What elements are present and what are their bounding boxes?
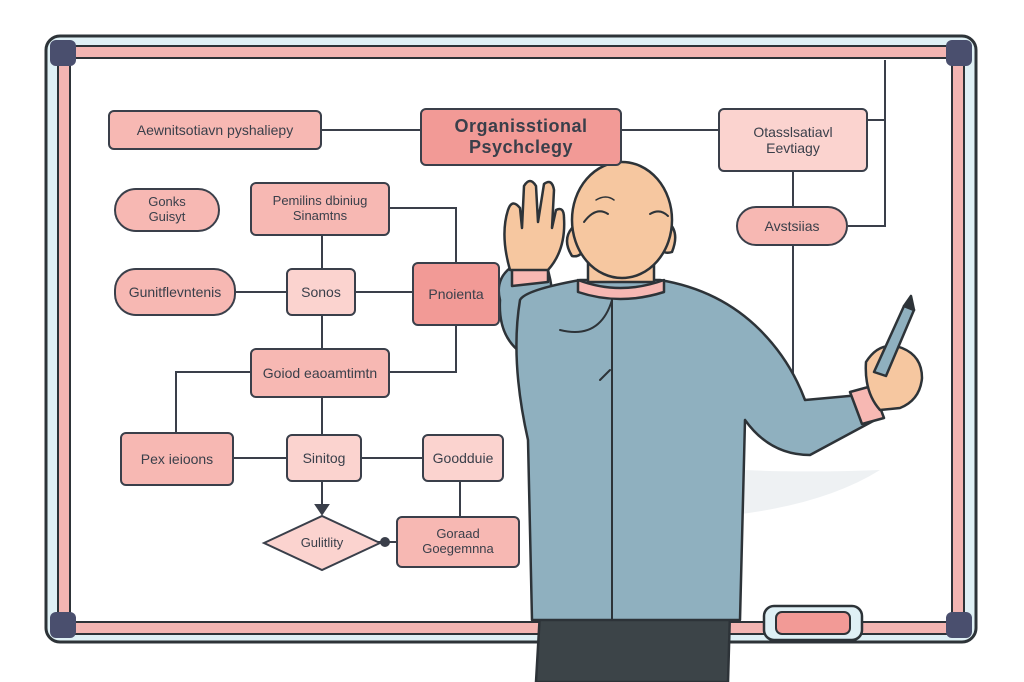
node-wide-middle: Goiod eaoamtimtn (250, 348, 390, 398)
node-right-middle: Pnoienta (412, 262, 500, 326)
node-top-left: Aewnitsotiavn pyshaliepy (108, 110, 322, 150)
node-diamond-label: Gulitlity (300, 535, 344, 550)
pen-icon (872, 294, 916, 378)
raised-hand (503, 179, 566, 272)
diamond-shape (261, 514, 383, 572)
person (497, 160, 924, 682)
node-upper-box: Pemilins dbiniug Sinamtns (250, 182, 390, 236)
node-center: Sonos (286, 268, 356, 316)
head (570, 160, 674, 280)
node-bottom-center: Sinitog (286, 434, 362, 482)
node-bottom-left: Pex ieioons (120, 432, 234, 486)
node-bottom-box: Goraad Goegemnna (396, 516, 520, 568)
node-bottom-right: Goodduie (422, 434, 504, 482)
node-top-right: Otasslsatiavl Eevtiagy (718, 108, 868, 172)
pants (534, 610, 732, 682)
node-left-pill-2: Gunitflevntenis (114, 268, 236, 316)
node-right-pill: Avstsiias (736, 206, 848, 246)
diagram-title: Organisstional Psychclegy (420, 108, 622, 166)
node-left-pill-1: Gonks Guisyt (114, 188, 220, 232)
